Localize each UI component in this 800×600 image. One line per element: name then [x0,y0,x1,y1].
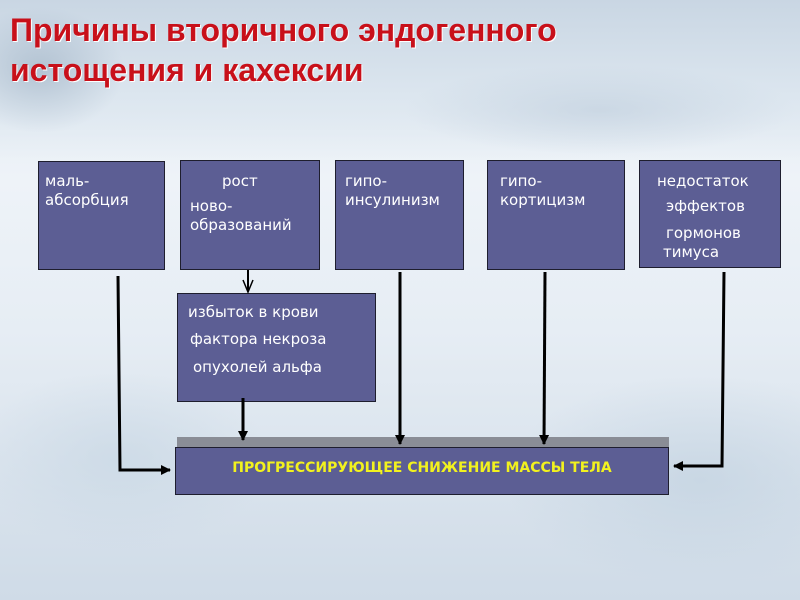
cause-box-malabsorption: маль- абсорбция [38,161,165,270]
arrow-hypocorticism-to-result [539,271,550,445]
hypocorticism-line-2: кортицизм [500,191,586,209]
result-label: ПРОГРЕССИРУЮЩЕЕ СНИЖЕНИЕ МАССЫ ТЕЛА [232,460,612,476]
tnf-line-3: опухолей альфа [193,358,322,376]
malabsorption-line-2: абсорбция [45,191,129,209]
neoplasm-line-2: ново- [190,197,233,215]
thymus-line-4: тимуса [663,243,720,261]
tnf-line-2: фактора некроза [190,330,327,348]
arrow-malabsorption-to-result [116,275,171,475]
tnf-line-1: избыток в крови [188,303,319,321]
result-box-top-bar [177,437,669,447]
neoplasm-line-1: рост [222,172,258,190]
tnf-alpha-box: избыток в крови фактора некроза опухолей… [177,293,376,402]
cause-box-hypocorticism: гипо- кортицизм [487,160,625,270]
title-line-2: истощения и кахексии [10,52,364,88]
hypocorticism-line-1: гипо- [500,172,543,190]
arrow-thymus-to-result [673,271,726,471]
thymus-line-1: недостаток [657,172,749,190]
thymus-line-3: гормонов [666,224,741,242]
arrow-neoplasm-to-tnf-head [242,279,254,294]
slide-title: Причины вторичного эндогенного истощения… [10,10,710,90]
thymus-line-2: эффектов [666,197,745,215]
result-box: ПРОГРЕССИРУЮЩЕЕ СНИЖЕНИЕ МАССЫ ТЕЛА [175,447,669,495]
hypoinsulinism-line-1: гипо- [345,172,388,190]
cause-box-thymus-deficiency: недостаток эффектов гормонов тимуса [639,160,781,268]
background-photo [0,0,800,160]
hypoinsulinism-line-2: инсулинизм [345,191,440,209]
title-line-1: Причины вторичного эндогенного [10,12,557,48]
neoplasm-line-3: образований [190,216,292,234]
cause-box-neoplasm-growth: рост ново- образований [180,160,320,270]
malabsorption-line-1: маль- [45,172,90,190]
cause-box-hypoinsulinism: гипо- инсулинизм [335,160,464,270]
